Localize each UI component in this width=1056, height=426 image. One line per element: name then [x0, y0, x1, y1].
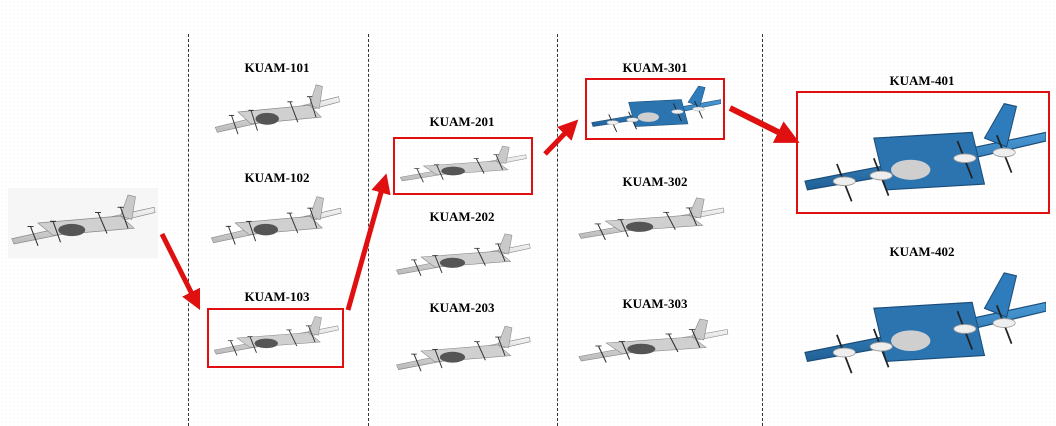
- label-kuam-101: KUAM-101: [244, 60, 310, 75]
- aircraft-image-kuam-302: [575, 192, 727, 250]
- label-kuam-303: KUAM-303: [622, 296, 688, 311]
- highlight-box-kuam-401: [796, 91, 1050, 214]
- highlight-box-kuam-301: [585, 78, 725, 140]
- arrow-201-to-301: [543, 119, 579, 156]
- column-divider-2: [368, 34, 369, 426]
- aircraft-image-kuam-203: [393, 320, 533, 382]
- column-divider-3: [557, 34, 558, 426]
- label-kuam-201: KUAM-201: [429, 114, 495, 129]
- arrow-base-to-103: [159, 232, 201, 311]
- column-divider-4: [762, 34, 763, 426]
- aircraft-image-kuam-202: [393, 228, 533, 286]
- label-kuam-102: KUAM-102: [244, 170, 310, 185]
- label-kuam-401: KUAM-401: [889, 73, 955, 88]
- highlight-box-kuam-103: [207, 308, 344, 368]
- label-kuam-202: KUAM-202: [429, 209, 495, 224]
- arrow-301-to-401: [728, 105, 800, 143]
- aircraft-image-kuam-402: [800, 264, 1046, 382]
- column-divider-1: [188, 34, 189, 426]
- aircraft-image-kuam-102: [208, 190, 344, 256]
- label-kuam-302: KUAM-302: [622, 174, 688, 189]
- base-aircraft-image: [8, 188, 158, 258]
- label-kuam-402: KUAM-402: [889, 244, 955, 259]
- aircraft-image-kuam-101: [212, 78, 342, 146]
- highlight-box-kuam-201: [393, 137, 533, 195]
- label-kuam-103: KUAM-103: [244, 289, 310, 304]
- label-kuam-301: KUAM-301: [622, 60, 688, 75]
- aircraft-image-kuam-303: [575, 313, 731, 373]
- label-kuam-203: KUAM-203: [429, 300, 495, 315]
